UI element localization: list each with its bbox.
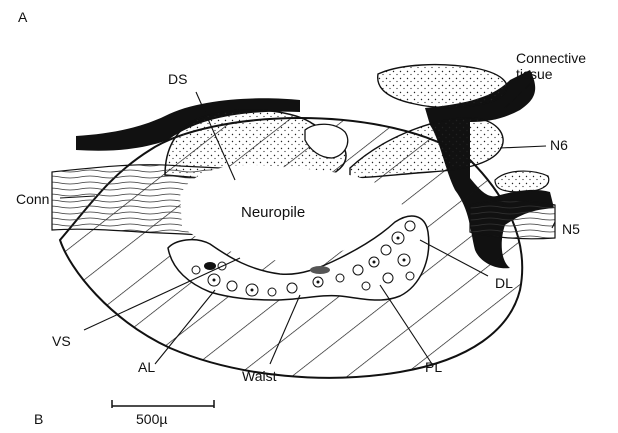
waist-dark-body [310,266,330,274]
label-conn: Conn [16,192,49,206]
label-waist: Waist [242,369,276,383]
upper-stippled-lobe [378,65,507,108]
label-connective-tissue: Connective tissue [516,50,586,82]
right-small-lobe [495,171,549,192]
label-vs: VS [52,334,71,348]
scale-bar [112,400,214,408]
panel-label-a: A [18,10,27,24]
panel-label-b: B [34,412,43,426]
label-ds: DS [168,72,187,86]
label-neuropile: Neuropile [241,205,305,220]
scale-bar-label: 500µ [136,412,167,426]
label-n5: N5 [562,222,580,236]
label-pl: PL [425,360,442,374]
label-al: AL [138,360,155,374]
label-n6: N6 [550,138,568,152]
label-dl: DL [495,276,513,290]
dark-bodies [204,262,216,270]
n5-nerve-root [470,200,555,238]
